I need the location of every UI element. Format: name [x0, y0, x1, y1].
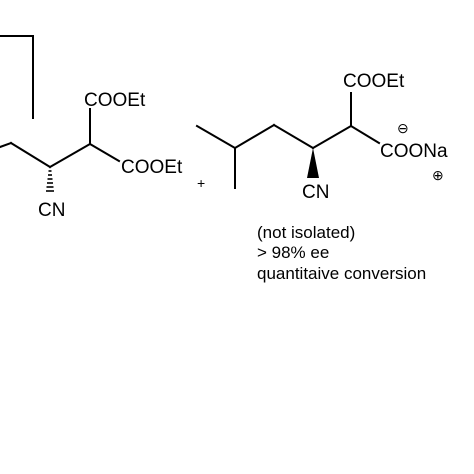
left-molecule-bonds	[0, 108, 121, 169]
right-carboxylate-label: COONa	[380, 141, 448, 162]
note-ee: > 98% ee	[257, 243, 329, 262]
right-ester-top-label: COOEt	[343, 71, 405, 92]
left-nitrile-label: CN	[38, 200, 65, 221]
left-ester-right-label: COOEt	[121, 157, 183, 178]
right-molecule-bonds	[195, 92, 381, 189]
right-nitrile-label: CN	[302, 182, 329, 203]
plus-sign: +	[197, 175, 205, 191]
left-ester-top-label: COOEt	[84, 90, 146, 111]
minus-charge-symbol: ⊖	[397, 120, 409, 136]
plus-charge-symbol: ⊕	[432, 167, 444, 183]
left-hashed-wedge	[46, 170, 54, 192]
left-bracket	[0, 35, 34, 119]
note-not-isolated: (not isolated)	[257, 223, 355, 242]
note-conversion: quantitaive conversion	[257, 264, 426, 283]
right-solid-wedge	[307, 148, 319, 178]
